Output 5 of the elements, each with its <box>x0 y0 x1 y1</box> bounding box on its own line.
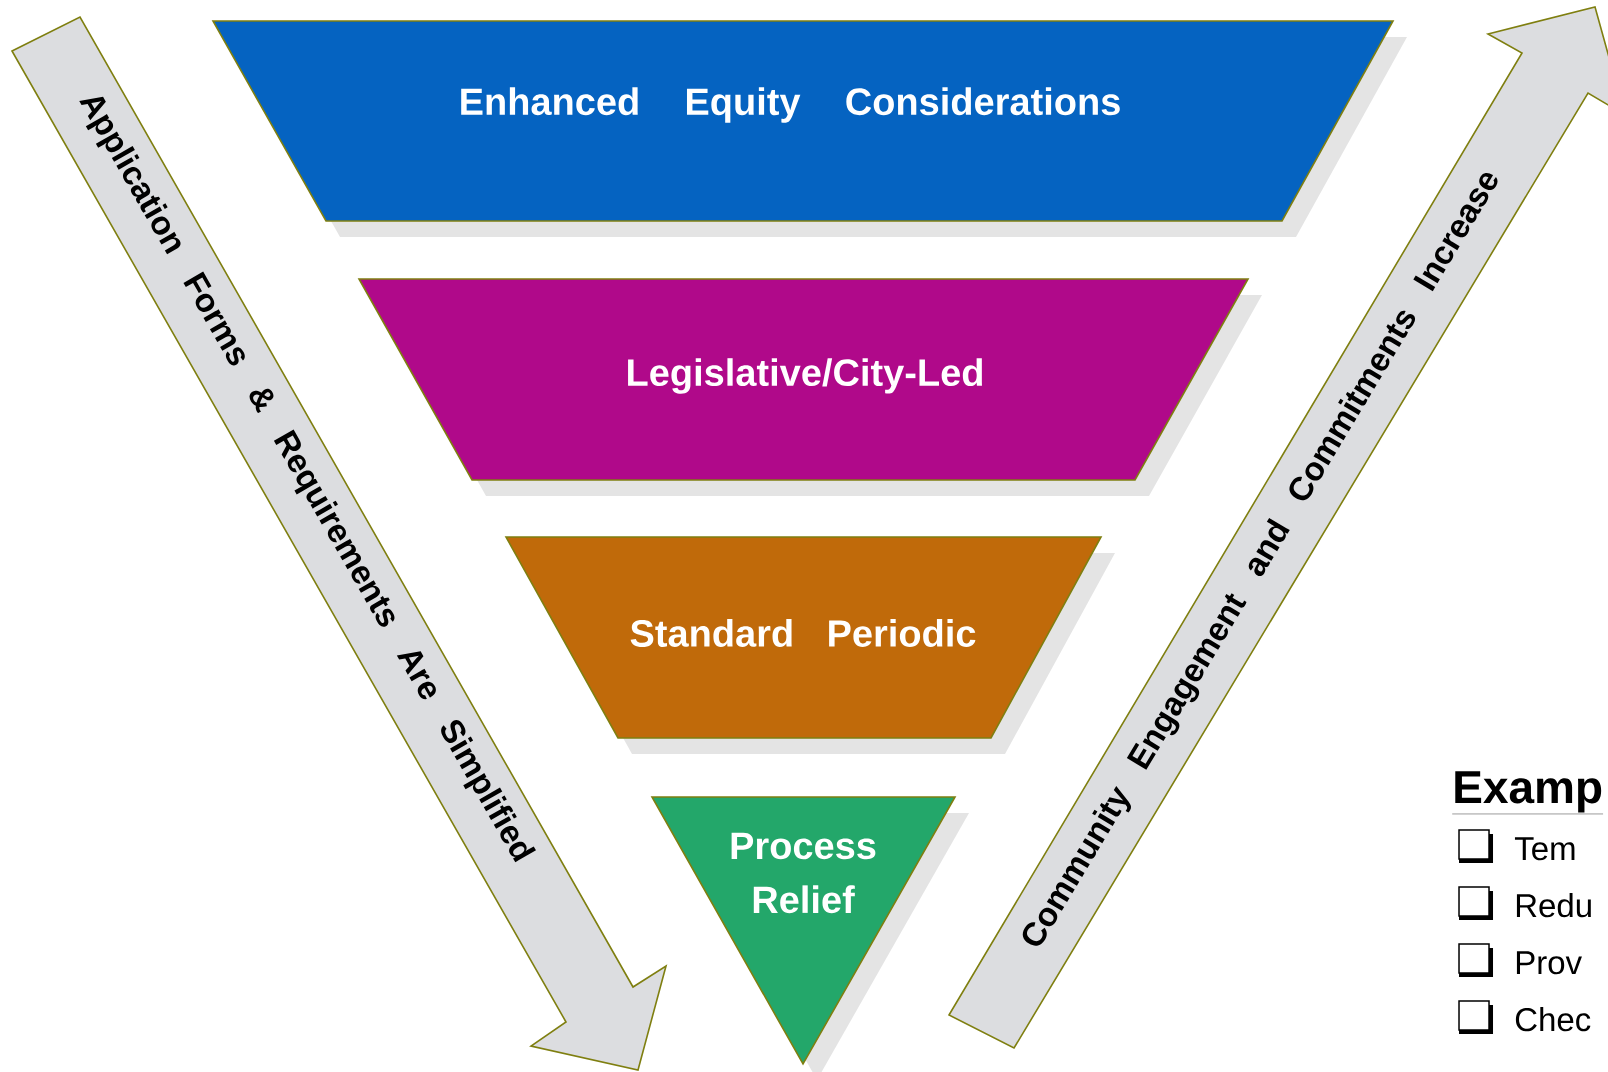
list-item: Redu <box>1516 893 1591 918</box>
list-item: Prov <box>1516 951 1582 975</box>
list-item: Tem <box>1514 837 1575 861</box>
list-item: Chec <box>1515 1007 1591 1032</box>
heading: Examp <box>1452 771 1604 815</box>
